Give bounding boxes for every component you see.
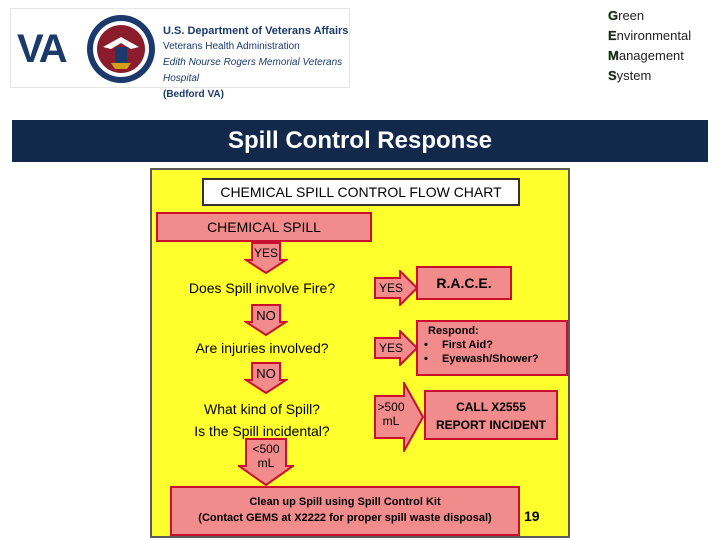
- fire-yes-label: YES: [378, 281, 403, 295]
- va-logo-banner: VA U.S. Department of Veterans Affairs V…: [10, 8, 350, 100]
- injury-yes-label: YES: [378, 341, 403, 355]
- no-label-1: NO: [256, 308, 276, 323]
- gems-line: Management: [608, 48, 684, 63]
- logo-location: (Bedford VA): [163, 89, 224, 100]
- va-logo-mark: VA: [17, 27, 68, 71]
- logo-text: U.S. Department of Veterans Affairs Vete…: [163, 23, 349, 103]
- yes-label: YES: [253, 246, 278, 260]
- logo-dept-name: U.S. Department of Veterans Affairs: [163, 25, 349, 37]
- under-500-label: <500 mL: [252, 442, 280, 470]
- no-down-arrow-1: [244, 304, 288, 336]
- gems-line: System: [608, 68, 652, 83]
- flow-chart: CHEMICAL SPILL CONTROL FLOW CHART CHEMIC…: [150, 168, 570, 538]
- logo-hospital-name: Edith Nourse Rogers Memorial Veterans Ho…: [163, 57, 343, 84]
- chemical-spill-box: CHEMICAL SPILL: [156, 212, 372, 242]
- slide-title: Spill Control Response: [12, 120, 708, 162]
- gems-acronym: Green Environmental Management System: [608, 6, 691, 86]
- over-500-label: >500 mL: [377, 400, 405, 428]
- gems-line: Environmental: [608, 28, 692, 43]
- injury-yes-arrow: [374, 330, 418, 366]
- flow-chart-title: CHEMICAL SPILL CONTROL FLOW CHART: [202, 178, 520, 206]
- yes-down-arrow: [244, 242, 288, 274]
- logo-vha-name: Veterans Health Administration: [163, 41, 300, 52]
- respond-box: Respond: •First Aid? •Eyewash/Shower?: [416, 320, 568, 376]
- fire-yes-arrow: [374, 270, 418, 306]
- va-seal-icon: [87, 15, 155, 83]
- respond-item: •First Aid?: [424, 339, 493, 351]
- no-down-arrow-2: [244, 362, 288, 394]
- over-500-arrow: [374, 382, 424, 452]
- page-number: 19: [524, 508, 540, 524]
- fire-question: Does Spill involve Fire?: [188, 280, 336, 296]
- respond-title: Respond:: [428, 325, 479, 337]
- no-label-2: NO: [256, 366, 276, 381]
- injury-question: Are injuries involved?: [195, 340, 329, 356]
- gems-line: Green: [608, 8, 645, 23]
- spill-kind-question: What kind of Spill? Is the Spill inciden…: [194, 401, 330, 439]
- cleanup-box: Clean up Spill using Spill Control Kit (…: [170, 486, 520, 536]
- call-report-box: CALL X2555 REPORT INCIDENT: [424, 390, 558, 440]
- under-500-arrow: [238, 438, 294, 486]
- respond-item: •Eyewash/Shower?: [424, 353, 539, 365]
- race-box: R.A.C.E.: [416, 266, 512, 300]
